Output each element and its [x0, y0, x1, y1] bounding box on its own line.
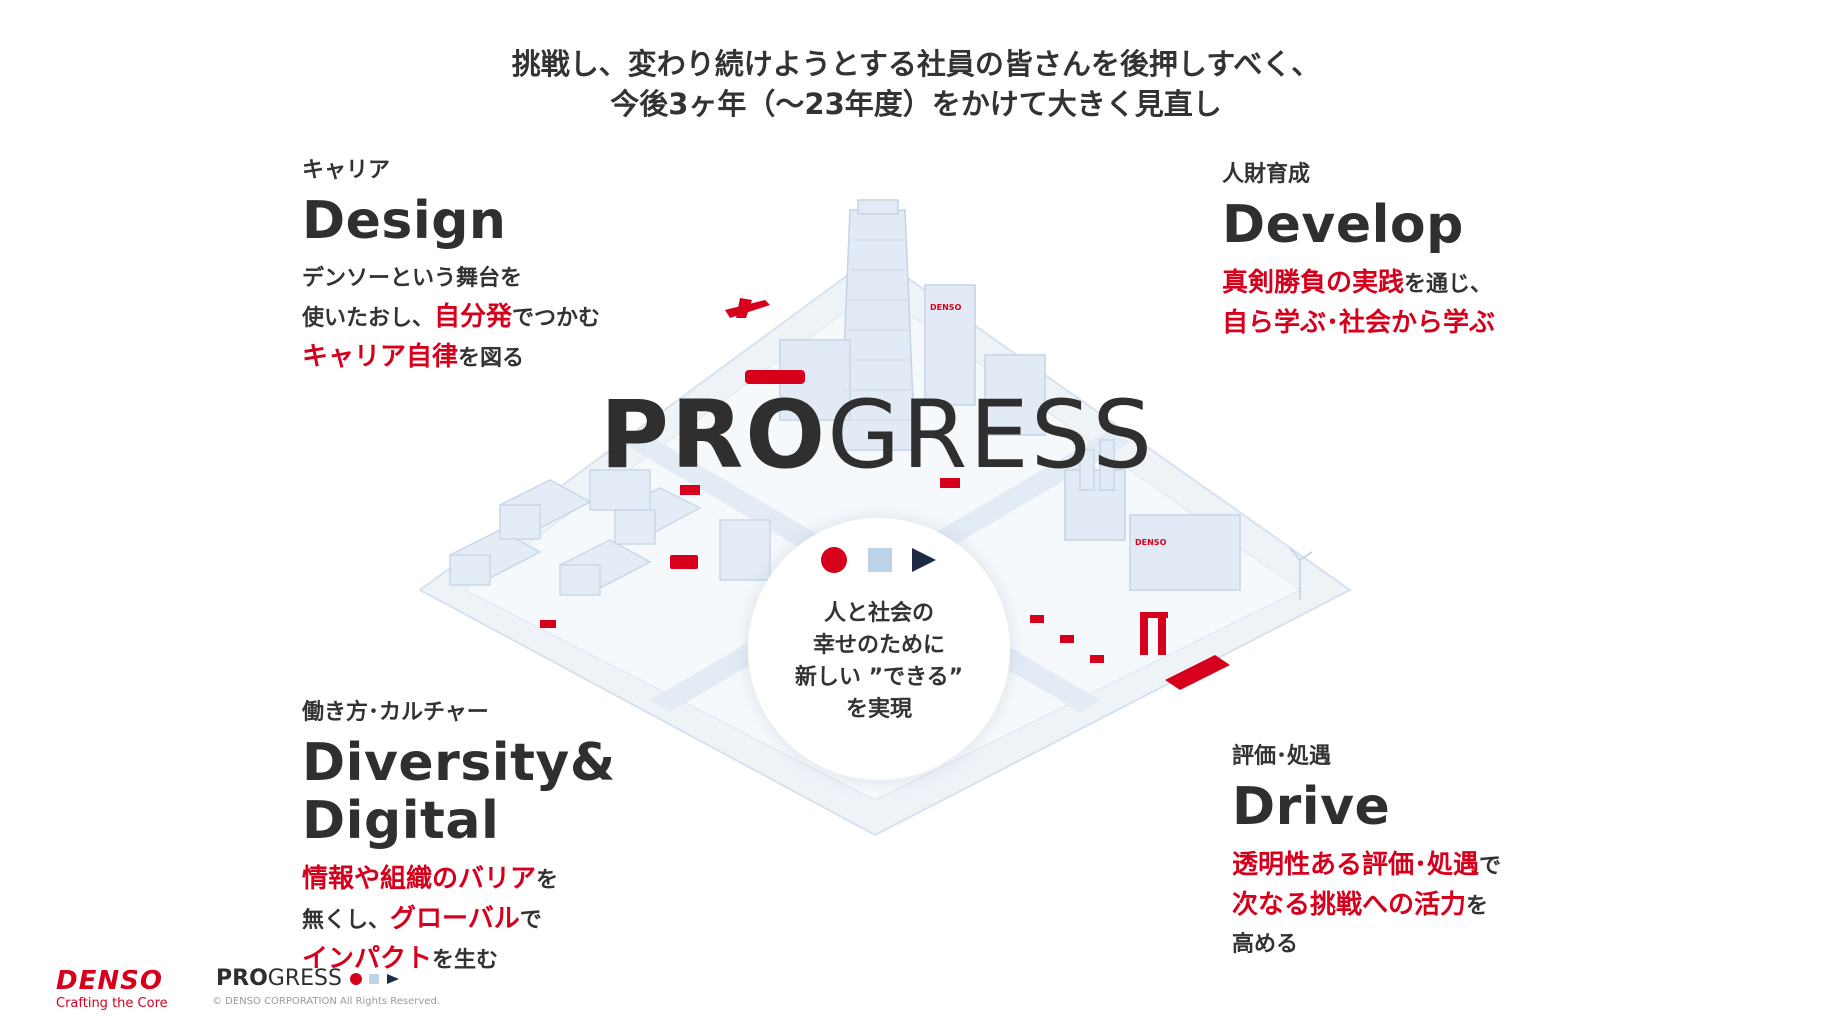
design-desc-line-1: デンソーという舞台を	[302, 266, 523, 291]
develop-title: Develop	[1222, 195, 1464, 255]
diversity-title-2: Digital	[302, 791, 500, 851]
footer-brand-marks	[349, 973, 399, 985]
design-title: Design	[302, 191, 507, 251]
develop-desc-line-1: 真剣勝負の実践を通じ、	[1222, 268, 1493, 298]
quadrant-diversity: 働き方･カルチャー Diversity& Digital 情報や組織のバリアを …	[302, 694, 616, 980]
center-circle: 人と社会の 幸せのために 新しい ”できる” を実現	[748, 518, 1010, 780]
develop-description: 真剣勝負の実践を通じ、 自ら学ぶ･社会から学ぶ	[1222, 264, 1495, 344]
develop-highlight-2: 自ら学ぶ･社会から学ぶ	[1222, 308, 1496, 338]
drive-description: 透明性ある評価･処遇で 次なる挑戦への活力を 高める	[1232, 846, 1501, 964]
red-circle-icon	[821, 547, 847, 573]
navy-triangle-icon	[386, 974, 399, 984]
drive-category: 評価･処遇	[1232, 744, 1332, 769]
center-message: 人と社会の 幸せのために 新しい ”できる” を実現	[748, 598, 1010, 726]
diversity-title-1: Diversity&	[302, 733, 616, 793]
design-category: キャリア	[302, 158, 391, 183]
center-message-line-1: 人と社会の	[823, 601, 934, 626]
quadrant-drive: 評価･処遇 Drive 透明性ある評価･処遇で 次なる挑戦への活力を 高める	[1232, 738, 1501, 964]
design-desc-line-2: 使いたおし、自分発でつかむ	[302, 302, 601, 332]
brand-marks	[821, 547, 936, 573]
denso-logo: DENSO	[56, 966, 163, 996]
red-circle-icon	[349, 973, 362, 985]
center-message-line-4: を実現	[845, 697, 912, 722]
design-highlight-2: キャリア自律	[302, 342, 459, 372]
copyright: © DENSO CORPORATION All Rights Reserved.	[212, 996, 440, 1007]
city-sign-denso-2: DENSO	[1135, 538, 1167, 547]
progress-logo: PROGRESS	[600, 386, 1154, 486]
develop-category: 人財育成	[1222, 162, 1311, 187]
city-sign-denso-1: DENSO	[930, 303, 962, 312]
develop-desc-line-2: 自ら学ぶ･社会から学ぶ	[1222, 304, 1495, 344]
quadrant-design: キャリア Design デンソーという舞台を 使いたおし、自分発でつかむ キャリ…	[302, 152, 600, 378]
drive-highlight-2: 次なる挑戦への活力	[1232, 890, 1467, 920]
footer-progress-logo: PROGRESS	[216, 966, 405, 991]
headline-line-2: 今後3ヶ年（〜23年度）をかけて大きく見直し	[610, 87, 1222, 121]
headline-line-1: 挑戦し、変わり続けようとする社員の皆さんを後押しすべく、	[511, 47, 1321, 81]
center-message-line-2: 幸せのために	[812, 633, 945, 658]
drive-desc-line-2: 次なる挑戦への活力を	[1232, 890, 1489, 920]
light-blue-square-icon	[868, 548, 892, 572]
center-message-line-3: 新しい ”できる”	[794, 665, 964, 690]
drive-desc-line-1: 透明性ある評価･処遇で	[1232, 850, 1502, 880]
progress-logo-bold: PRO	[600, 381, 828, 490]
navy-triangle-icon	[912, 548, 936, 572]
progress-logo-thin: GRESS	[827, 381, 1155, 490]
diversity-desc-line-3: インパクトを生む	[302, 944, 499, 974]
diversity-highlight-2: グローバル	[390, 904, 520, 934]
develop-highlight-1: 真剣勝負の実践	[1222, 268, 1405, 298]
diversity-highlight-1: 情報や組織のバリア	[302, 864, 537, 894]
diversity-highlight-3: インパクト	[302, 944, 433, 974]
drive-desc-line-3: 高める	[1232, 932, 1299, 957]
design-description: デンソーという舞台を 使いたおし、自分発でつかむ キャリア自律を図る	[302, 260, 600, 378]
drive-highlight-1: 透明性ある評価･処遇	[1232, 850, 1480, 880]
drive-title: Drive	[1232, 777, 1391, 837]
diversity-category: 働き方･カルチャー	[302, 700, 489, 725]
design-highlight-1: 自分発	[434, 302, 513, 332]
denso-tagline: Crafting the Core	[56, 996, 168, 1011]
diversity-desc-line-1: 情報や組織のバリアを	[302, 864, 559, 894]
light-blue-square-icon	[368, 974, 379, 984]
headline: 挑戦し、変わり続けようとする社員の皆さんを後押しすべく、 今後3ヶ年（〜23年度…	[0, 44, 1832, 124]
design-desc-line-3: キャリア自律を図る	[302, 342, 525, 372]
diversity-desc-line-2: 無くし、グローバルで	[302, 904, 542, 934]
quadrant-develop: 人財育成 Develop 真剣勝負の実践を通じ、 自ら学ぶ･社会から学ぶ	[1222, 156, 1495, 344]
diversity-description: 情報や組織のバリアを 無くし、グローバルで インパクトを生む	[302, 860, 616, 980]
